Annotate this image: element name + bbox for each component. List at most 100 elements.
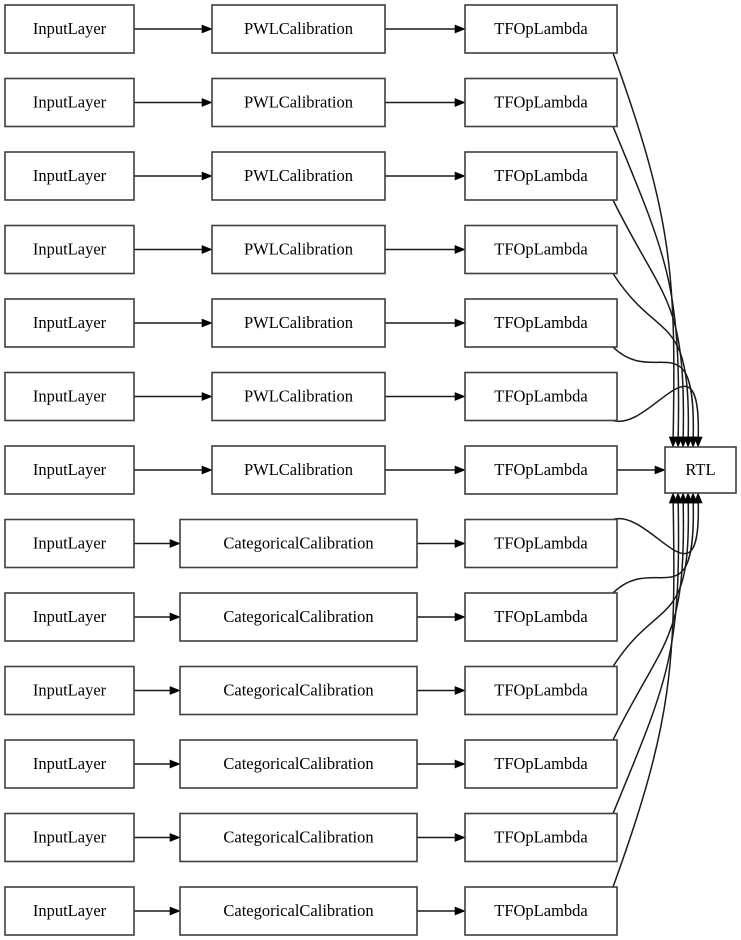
node-input-layer-8-box	[4, 592, 135, 642]
node-tfoplambda-3-label: TFOpLambda	[494, 239, 588, 258]
node-input-layer-6[interactable]: InputLayer	[4, 445, 135, 495]
node-pwl-calibration-0[interactable]: PWLCalibration	[211, 4, 386, 54]
node-input-layer-10-box	[4, 739, 135, 789]
node-tfoplambda-8-box	[464, 592, 618, 642]
node-input-layer-7[interactable]: InputLayer	[4, 518, 135, 569]
edge-lambda-to-rtl-1-line	[612, 126, 680, 438]
node-tfoplambda-1[interactable]: TFOpLambda	[464, 77, 618, 128]
edge-lambda-to-rtl-3-line	[612, 273, 690, 438]
node-input-layer-3-label: InputLayer	[33, 239, 107, 258]
edge-calibration-to-lambda-12-arrowhead	[454, 906, 466, 916]
node-tfoplambda-0-label: TFOpLambda	[494, 19, 588, 38]
node-pwl-calibration-3-label: PWLCalibration	[244, 239, 353, 258]
node-categorical-calibration-11[interactable]: CategoricalCalibration	[179, 812, 418, 863]
node-input-layer-11-box	[4, 812, 135, 863]
node-tfoplambda-9[interactable]: TFOpLambda	[464, 665, 618, 716]
node-pwl-calibration-5-box	[211, 371, 386, 422]
node-input-layer-3[interactable]: InputLayer	[4, 224, 135, 275]
node-tfoplambda-9-box	[464, 665, 618, 716]
edge-input-to-calibration-6-arrowhead	[201, 465, 213, 475]
node-pwl-calibration-4[interactable]: PWLCalibration	[211, 298, 386, 348]
node-input-layer-1-label: InputLayer	[33, 92, 107, 111]
edges-layer	[134, 24, 703, 916]
node-pwl-calibration-1-box	[211, 77, 386, 128]
node-tfoplambda-4-label: TFOpLambda	[494, 313, 588, 332]
node-input-layer-9[interactable]: InputLayer	[4, 665, 135, 716]
node-input-layer-10[interactable]: InputLayer	[4, 739, 135, 789]
node-tfoplambda-12[interactable]: TFOpLambda	[464, 886, 618, 936]
node-input-layer-10-label: InputLayer	[33, 754, 107, 773]
node-pwl-calibration-5-label: PWLCalibration	[244, 386, 353, 405]
node-input-layer-4-label: InputLayer	[33, 313, 107, 332]
node-input-layer-11-label: InputLayer	[33, 827, 107, 846]
edge-calibration-to-lambda-10-arrowhead	[454, 759, 466, 769]
edge-calibration-to-lambda-9-arrowhead	[454, 686, 466, 695]
node-pwl-calibration-2[interactable]: PWLCalibration	[211, 151, 386, 201]
node-input-layer-12[interactable]: InputLayer	[4, 886, 135, 936]
node-tfoplambda-3[interactable]: TFOpLambda	[464, 224, 618, 275]
node-tfoplambda-8[interactable]: TFOpLambda	[464, 592, 618, 642]
node-pwl-calibration-1[interactable]: PWLCalibration	[211, 77, 386, 128]
edge-lambda-to-rtl-2-line	[612, 199, 685, 438]
node-pwl-calibration-5[interactable]: PWLCalibration	[211, 371, 386, 422]
node-input-layer-6-label: InputLayer	[33, 460, 107, 479]
node-input-layer-8[interactable]: InputLayer	[4, 592, 135, 642]
node-input-layer-7-label: InputLayer	[33, 533, 107, 552]
edge-input-to-calibration-1-arrowhead	[201, 98, 213, 107]
node-tfoplambda-5-box	[464, 371, 618, 422]
node-categorical-calibration-12-box	[179, 886, 418, 936]
edge-calibration-to-lambda-7-arrowhead	[454, 539, 466, 548]
edge-calibration-to-lambda-5-arrowhead	[454, 392, 466, 401]
node-pwl-calibration-3-box	[211, 224, 386, 275]
edge-input-to-calibration-3-arrowhead	[201, 245, 213, 254]
node-categorical-calibration-7[interactable]: CategoricalCalibration	[179, 518, 418, 569]
node-tfoplambda-6[interactable]: TFOpLambda	[464, 445, 618, 495]
node-input-layer-0[interactable]: InputLayer	[4, 4, 135, 54]
node-pwl-calibration-6[interactable]: PWLCalibration	[211, 445, 386, 495]
node-input-layer-2[interactable]: InputLayer	[4, 151, 135, 201]
node-tfoplambda-2-label: TFOpLambda	[494, 166, 588, 185]
node-tfoplambda-4[interactable]: TFOpLambda	[464, 298, 618, 348]
edge-calibration-to-lambda-0-arrowhead	[454, 24, 466, 34]
node-input-layer-4[interactable]: InputLayer	[4, 298, 135, 348]
node-input-layer-3-box	[4, 224, 135, 275]
node-categorical-calibration-11-box	[179, 812, 418, 863]
node-input-layer-9-label: InputLayer	[33, 680, 107, 699]
node-tfoplambda-10[interactable]: TFOpLambda	[464, 739, 618, 789]
node-tfoplambda-6-box	[464, 445, 618, 495]
node-categorical-calibration-12[interactable]: CategoricalCalibration	[179, 886, 418, 936]
node-pwl-calibration-6-label: PWLCalibration	[244, 460, 353, 479]
edge-input-to-calibration-8-arrowhead	[169, 612, 181, 622]
node-input-layer-5-box	[4, 371, 135, 422]
edge-lambda-to-rtl-7-line	[612, 502, 699, 555]
node-tfoplambda-11-label: TFOpLambda	[494, 827, 588, 846]
node-tfoplambda-0[interactable]: TFOpLambda	[464, 4, 618, 54]
edge-input-to-calibration-9-arrowhead	[169, 686, 181, 695]
node-tfoplambda-11[interactable]: TFOpLambda	[464, 812, 618, 863]
node-tfoplambda-2[interactable]: TFOpLambda	[464, 151, 618, 201]
node-categorical-calibration-8[interactable]: CategoricalCalibration	[179, 592, 418, 642]
node-categorical-calibration-10[interactable]: CategoricalCalibration	[179, 739, 418, 789]
edge-lambda-to-rtl-9-line	[612, 502, 690, 667]
node-categorical-calibration-7-box	[179, 518, 418, 569]
node-categorical-calibration-9-box	[179, 665, 418, 716]
node-tfoplambda-3-box	[464, 224, 618, 275]
node-pwl-calibration-3[interactable]: PWLCalibration	[211, 224, 386, 275]
node-input-layer-12-label: InputLayer	[33, 901, 107, 920]
node-tfoplambda-1-label: TFOpLambda	[494, 92, 588, 111]
node-rtl-output[interactable]: RTL	[664, 446, 737, 494]
edge-input-to-calibration-10-arrowhead	[169, 759, 181, 769]
node-tfoplambda-7[interactable]: TFOpLambda	[464, 518, 618, 569]
edge-lambda-to-rtl-5-line	[612, 385, 699, 438]
node-tfoplambda-5[interactable]: TFOpLambda	[464, 371, 618, 422]
node-rtl-output-box	[664, 446, 737, 494]
node-pwl-calibration-4-box	[211, 298, 386, 348]
node-input-layer-1[interactable]: InputLayer	[4, 77, 135, 128]
node-input-layer-5[interactable]: InputLayer	[4, 371, 135, 422]
node-input-layer-11[interactable]: InputLayer	[4, 812, 135, 863]
node-categorical-calibration-9[interactable]: CategoricalCalibration	[179, 665, 418, 716]
node-tfoplambda-5-label: TFOpLambda	[494, 386, 588, 405]
